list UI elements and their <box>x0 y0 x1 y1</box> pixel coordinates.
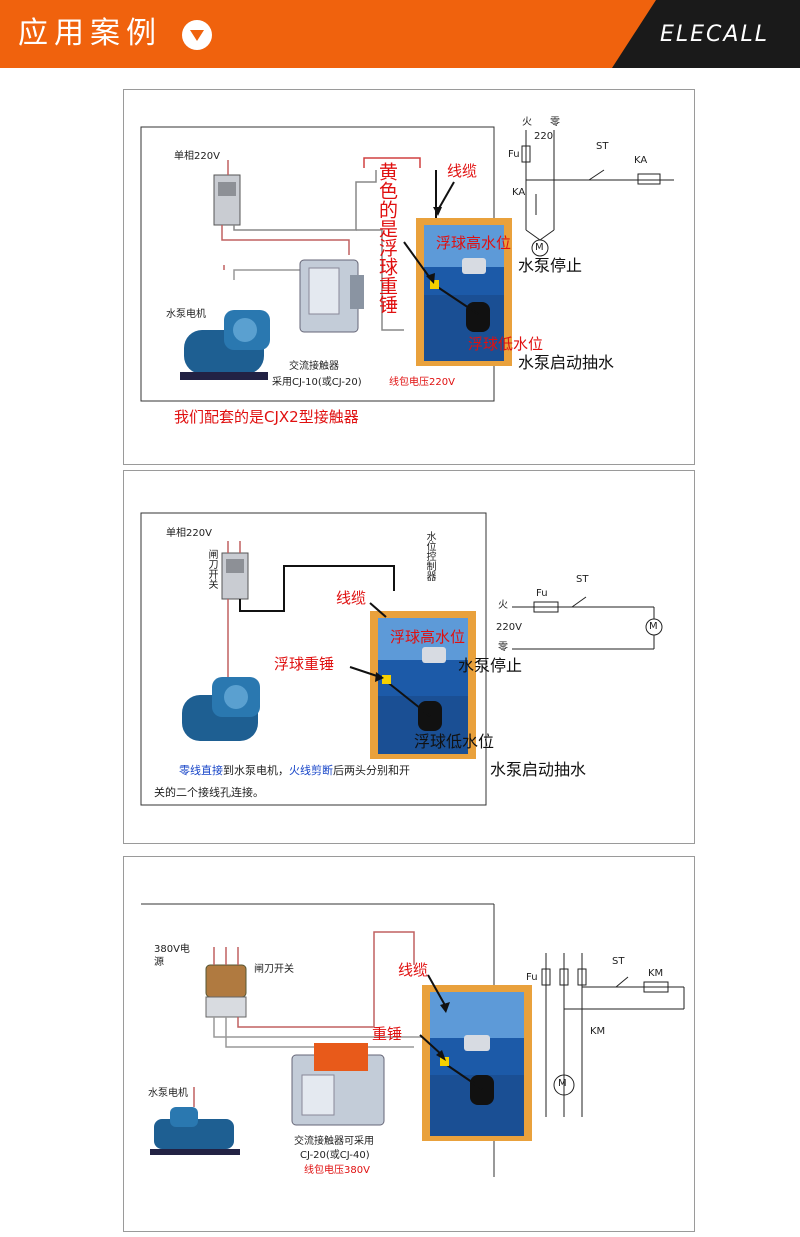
pump-stop-label: 水泵停止 <box>458 656 523 675</box>
weight-label: 浮球重锤 <box>274 655 335 673</box>
pump-stop-label: 水泵停止 <box>518 256 583 275</box>
switch-label: ST <box>596 141 609 152</box>
motor-symbol-label: M <box>535 242 544 253</box>
motor-label: 水泵电机 <box>166 309 206 320</box>
coil-label: KM <box>648 968 664 979</box>
panel-single-phase-contactor: 单相220V 水泵电机 交流接触器 采用CJ-10(或CJ-20) 线包电压22… <box>123 89 695 465</box>
wiring-note-part3: 火线剪断 <box>289 764 333 777</box>
diagram-2 <box>140 512 663 806</box>
weight-note-label: 黄色的是浮球重锤 <box>375 162 398 314</box>
power-label: 380V电源 <box>154 944 190 968</box>
float-high-label: 浮球高水位 <box>436 234 512 252</box>
cable-label: 线缆 <box>336 589 367 607</box>
wiring-note-part1: 零线直接 <box>179 764 223 777</box>
diagram-3 <box>141 903 685 1177</box>
brand-band <box>612 0 800 68</box>
coil-voltage-label: 线包电压380V <box>304 1165 370 1176</box>
switch-label: ST <box>576 574 589 585</box>
weight-label: 重锤 <box>372 1025 403 1043</box>
neutral-label: 零 <box>498 642 508 653</box>
contactor-model-label: CJ-20(或CJ-40) <box>300 1150 370 1161</box>
power-label: 单相220V <box>174 151 220 162</box>
header-banner: 应用案例 ELECALL <box>0 0 800 68</box>
switch-label: ST <box>612 956 625 967</box>
relay-coil-label: KA <box>634 155 648 166</box>
contactor-label: 交流接触器可采用 <box>294 1136 374 1147</box>
motor-symbol-label: M <box>649 621 658 632</box>
live-label: 火 <box>498 600 508 611</box>
brand-logo: ELECALL <box>660 22 769 47</box>
fuse-label: Fu <box>508 149 520 160</box>
page-title: 应用案例 <box>18 16 162 51</box>
power-label: 单相220V <box>166 528 212 539</box>
float-low-label: 浮球低水位 <box>414 732 495 751</box>
knife-switch-label: 闸刀开关 <box>254 964 294 975</box>
live-label: 火 <box>522 117 532 128</box>
fuse-label: Fu <box>536 588 548 599</box>
contactor-model-label: 采用CJ-10(或CJ-20) <box>272 377 362 388</box>
motor-label: 水泵电机 <box>148 1088 188 1099</box>
controller-label: 水位控制器 <box>424 531 435 581</box>
diagram-1 <box>140 126 674 402</box>
wiring-note-part4: 后两头分别和开 <box>333 764 410 777</box>
motor-symbol-label: M <box>558 1078 567 1089</box>
panel-single-phase-direct: 单相220V 闸刀开关 水位控制器 线缆 浮球重锤 浮球高水位 水泵停止 浮球低… <box>123 470 695 844</box>
contact-label: KM <box>590 1026 606 1037</box>
cable-label: 线缆 <box>447 162 478 180</box>
coil-voltage-label: 线包电压220V <box>389 377 455 388</box>
wiring-note-line2: 关的二个接线孔连接。 <box>154 786 264 799</box>
float-high-label: 浮球高水位 <box>390 628 466 646</box>
voltage-label: 220V <box>496 622 522 633</box>
cable-label: 线缆 <box>398 961 429 979</box>
contactor-label: 交流接触器 <box>289 361 339 372</box>
chevron-down-circle-icon <box>182 20 212 50</box>
relay-contact-label: KA <box>512 187 526 198</box>
pump-start-label: 水泵启动抽水 <box>490 760 587 779</box>
float-low-label: 浮球低水位 <box>468 335 544 353</box>
pump-start-label: 水泵启动抽水 <box>518 353 615 372</box>
neutral-label: 零 <box>550 117 560 128</box>
fuse-label: Fu <box>526 972 538 983</box>
knife-switch-label: 闸刀开关 <box>206 549 217 589</box>
contactor-note: 我们配套的是CJX2型接触器 <box>174 408 359 426</box>
wiring-note: 零线直接到水泵电机，火线剪断后两头分别和开 <box>179 765 410 776</box>
panel-three-phase-contactor: 380V电源 闸刀开关 水泵电机 交流接触器可采用 CJ-20(或CJ-40) … <box>123 856 695 1232</box>
wiring-note-part2: 到水泵电机， <box>223 764 289 777</box>
voltage-label: 220 <box>534 131 554 142</box>
